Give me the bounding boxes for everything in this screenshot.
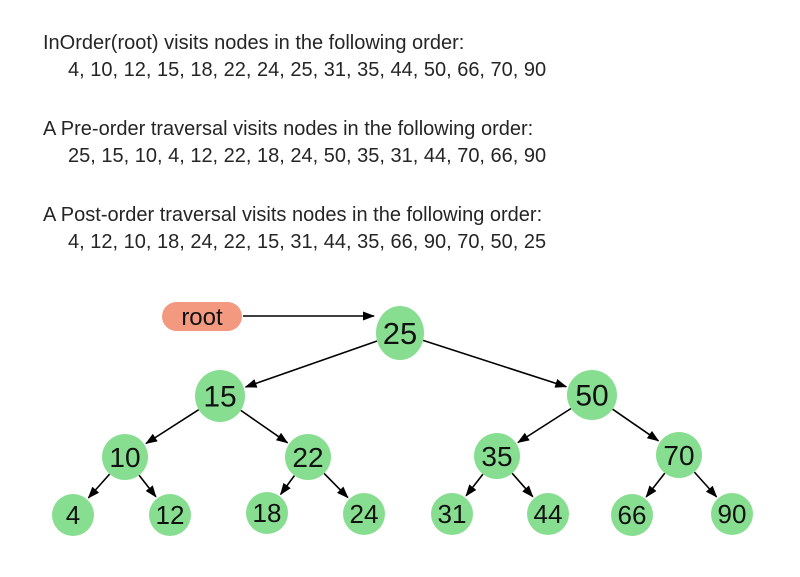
tree-edge-70-90 xyxy=(693,471,718,498)
tree-node-44: 44 xyxy=(527,493,569,535)
tree-node-90: 90 xyxy=(711,493,753,535)
tree-node-4: 4 xyxy=(52,494,94,536)
tree-node-value: 90 xyxy=(718,499,747,529)
tree-node-value: 18 xyxy=(253,498,282,528)
tree-node-24: 24 xyxy=(343,493,385,535)
tree-edge-10-4 xyxy=(87,473,111,499)
postorder-heading: A Post-order traversal visits nodes in t… xyxy=(43,204,543,226)
tree-edge-50-35 xyxy=(517,407,572,444)
tree-node-value: 50 xyxy=(575,380,608,413)
tree-edge-25-15 xyxy=(244,340,378,388)
tree-node-value: 70 xyxy=(663,440,694,471)
tree-node-value: 24 xyxy=(350,499,379,529)
tree-edges xyxy=(87,339,718,499)
tree-node-circle xyxy=(431,493,473,535)
tree-node-circle xyxy=(711,493,753,535)
tree-node-circle xyxy=(285,434,331,480)
tree-node-circle xyxy=(102,434,148,480)
root-pointer-pill xyxy=(162,302,242,331)
inorder-block: InOrder(root) visits nodes in the follow… xyxy=(43,30,546,84)
tree-edge-15-22 xyxy=(240,409,289,444)
tree-node-35: 35 xyxy=(474,433,520,479)
tree-edge-15-10 xyxy=(145,409,200,445)
tree-edge-22-24 xyxy=(323,472,349,499)
tree-node-18: 18 xyxy=(246,492,288,534)
tree-node-circle xyxy=(611,494,653,536)
tree-node-value: 25 xyxy=(383,316,417,351)
postorder-block: A Post-order traversal visits nodes in t… xyxy=(43,202,546,256)
tree-node-value: 31 xyxy=(438,499,467,529)
tree-edge-50-70 xyxy=(612,408,660,442)
tree-edge-70-66 xyxy=(645,472,666,498)
tree-node-circle xyxy=(246,492,288,534)
tree-node-25: 25 xyxy=(376,306,424,360)
inorder-heading: InOrder(root) visits nodes in the follow… xyxy=(43,32,465,54)
root-pointer: root xyxy=(162,302,375,331)
root-pointer-label: root xyxy=(181,304,223,331)
tree-node-value: 12 xyxy=(156,500,185,530)
tree-edge-25-50 xyxy=(422,339,568,388)
traversal-descriptions: InOrder(root) visits nodes in the follow… xyxy=(43,30,546,288)
tree-node-circle xyxy=(567,370,617,420)
postorder-sequence: 4, 12, 10, 18, 24, 22, 15, 31, 44, 35, 6… xyxy=(68,231,547,253)
tree-node-circle xyxy=(527,493,569,535)
tree-node-10: 10 xyxy=(102,434,148,480)
tree-edge-35-44 xyxy=(511,472,534,498)
tree-node-12: 12 xyxy=(149,494,191,536)
tree-node-circle xyxy=(52,494,94,536)
tree-node-15: 15 xyxy=(195,370,245,422)
preorder-sequence: 25, 15, 10, 4, 12, 22, 18, 24, 50, 35, 3… xyxy=(68,145,547,167)
tree-node-value: 66 xyxy=(618,500,647,530)
tree-edge-35-31 xyxy=(465,473,484,497)
tree-node-circle xyxy=(656,432,702,478)
tree-node-value: 44 xyxy=(534,499,563,529)
tree-node-circle xyxy=(474,433,520,479)
tree-node-value: 10 xyxy=(109,442,140,473)
tree-node-circle xyxy=(195,370,245,422)
tree-node-31: 31 xyxy=(431,493,473,535)
tree-node-value: 4 xyxy=(66,500,80,530)
tree-nodes: 25 15 50 10 22 35 70 4 12 18 24 31 44 66 90 xyxy=(52,306,753,536)
tree-edge-10-12 xyxy=(138,474,157,498)
tree-node-value: 22 xyxy=(292,442,323,473)
inorder-sequence: 4, 10, 12, 15, 18, 22, 24, 25, 31, 35, 4… xyxy=(68,59,547,81)
tree-node-circle xyxy=(343,493,385,535)
tree-node-70: 70 xyxy=(656,432,702,478)
preorder-block: A Pre-order traversal visits nodes in th… xyxy=(43,116,546,170)
tree-node-value: 35 xyxy=(481,441,512,472)
tree-edge-22-18 xyxy=(279,475,296,496)
tree-node-66: 66 xyxy=(611,494,653,536)
tree-node-circle xyxy=(149,494,191,536)
tree-node-value: 15 xyxy=(203,381,236,414)
tree-node-50: 50 xyxy=(567,370,617,420)
tree-node-circle xyxy=(376,306,424,360)
tree-node-22: 22 xyxy=(285,434,331,480)
preorder-heading: A Pre-order traversal visits nodes in th… xyxy=(43,118,534,140)
